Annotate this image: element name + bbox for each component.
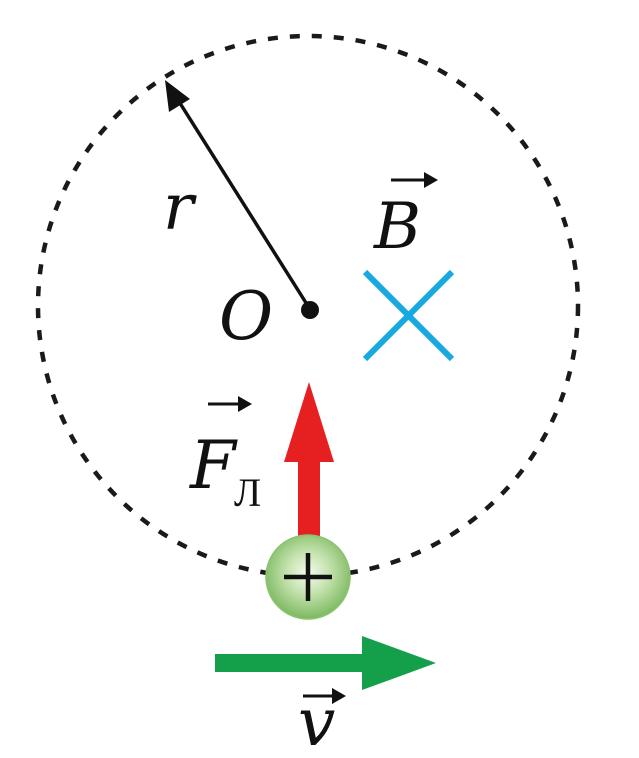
- force-subscript: Л: [234, 470, 261, 515]
- center-point: [301, 301, 319, 319]
- force-label-group: F Л: [189, 396, 261, 515]
- cross-into-page-icon: [362, 269, 455, 362]
- radius-label: r: [163, 171, 197, 245]
- positive-charge: [265, 534, 351, 620]
- vector-arrow-icon: [391, 172, 438, 188]
- radius-arrow: [165, 80, 310, 307]
- force-arrow: [284, 382, 334, 545]
- vector-arrow-icon: [303, 688, 346, 704]
- force-label: F: [189, 427, 238, 504]
- vector-arrow-icon: [208, 396, 252, 412]
- center-label: O: [219, 278, 273, 355]
- field-label: B: [373, 190, 421, 264]
- field-label-group: B: [373, 172, 438, 264]
- velocity-label-group: v: [298, 684, 346, 758]
- velocity-arrow: [215, 636, 436, 690]
